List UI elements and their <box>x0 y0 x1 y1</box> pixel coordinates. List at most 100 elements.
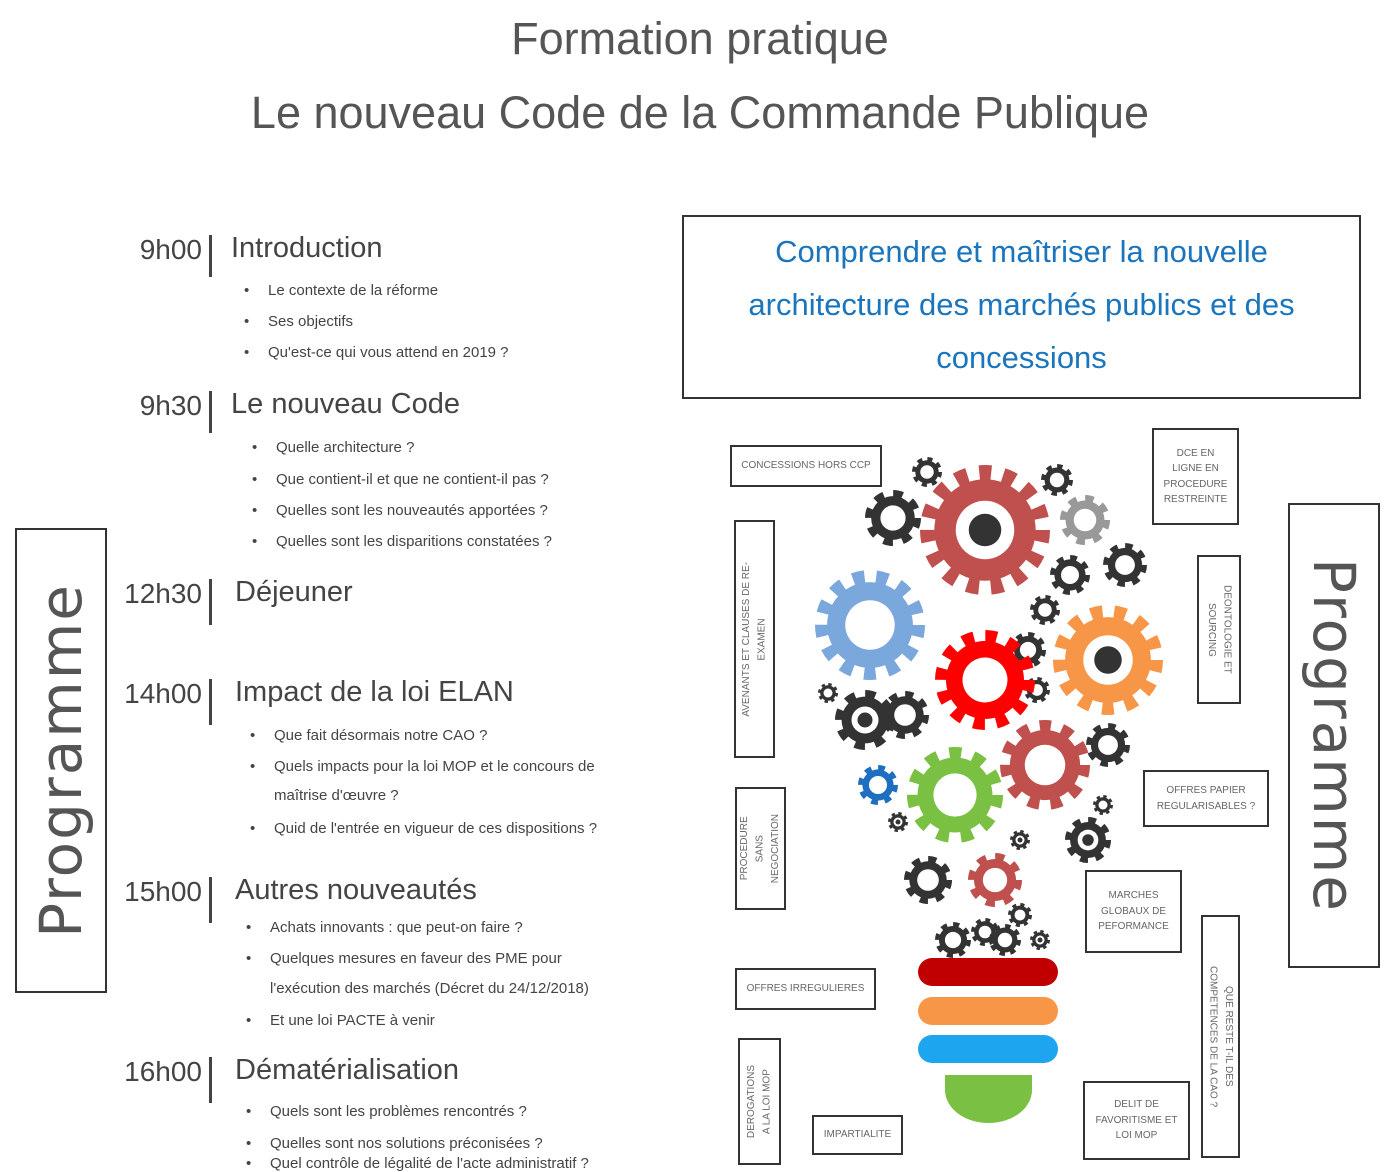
gear-icon <box>1065 817 1112 864</box>
session-bullet: Et une loi PACTE à venir <box>246 1012 435 1029</box>
time-divider <box>209 391 212 433</box>
session-bullet: Quelles sont nos solutions préconisées ? <box>246 1135 543 1152</box>
gear-icon <box>864 489 921 546</box>
gear-icon <box>907 747 1004 844</box>
session-title: Autres nouveautés <box>235 874 477 906</box>
session-bullet: Que contient-il et que ne contient-il pa… <box>252 471 549 488</box>
session-title: Introduction <box>231 232 383 264</box>
session-time: 14h00 <box>124 678 202 709</box>
session-bullet: Quelques mesures en faveur des PME pour <box>246 950 562 967</box>
topic-box-que-reste: QUE RESTE T-IL DES COMPETENCES DE LA CAO … <box>1201 915 1240 1158</box>
gear-icon <box>834 689 895 750</box>
objective-line-3: concessions <box>936 340 1107 375</box>
objective-box: Comprendre et maîtriser la nouvelle arch… <box>682 215 1361 399</box>
gear-icon <box>818 683 839 704</box>
gear-icon <box>881 691 930 740</box>
gear-icon <box>814 569 925 680</box>
session-title: Dématérialisation <box>235 1054 460 1086</box>
topic-text: QUE RESTE T-IL DES <box>1223 986 1234 1087</box>
gear-icon <box>1010 830 1031 851</box>
gear-icon <box>1029 930 1050 951</box>
time-divider <box>209 877 212 923</box>
gear-icon <box>1086 723 1131 768</box>
topic-text: PROCEDURE <box>1163 478 1228 490</box>
gear-icon <box>1050 555 1091 596</box>
title-line-1: Formation pratique <box>511 13 889 64</box>
gear-icon <box>911 456 942 487</box>
topic-text: DEROGATIONS <box>746 1064 757 1139</box>
topic-box-delit: DELIT DE FAVORITISME ET LOI MOP <box>1083 1081 1190 1160</box>
session-bullet: l'exécution des marchés (Décret du 24/12… <box>270 980 589 997</box>
session-title: Le nouveau Code <box>231 388 460 420</box>
gear-icon <box>888 812 909 833</box>
gear-icon <box>904 856 953 905</box>
topic-box-concessions: CONCESSIONS HORS CCP <box>730 445 882 487</box>
session-bullet: Quelles sont les nouveautés apportées ? <box>252 502 548 519</box>
topic-text: A LA LOI MOP <box>761 1068 773 1135</box>
topic-text: PEFORMANCE <box>1098 921 1169 933</box>
session-time: 12h30 <box>124 578 202 609</box>
topic-text: CONCESSIONS HORS CCP <box>741 460 871 472</box>
programme-side-box-left: Programme <box>15 528 107 993</box>
session-bullet: Achats innovants : que peut-on faire ? <box>246 919 523 936</box>
topic-text: PROCEDURE <box>739 816 751 881</box>
time-divider <box>209 579 212 625</box>
session-bullet: Quels impacts pour la loi MOP et le conc… <box>250 758 595 775</box>
time-divider <box>209 679 212 725</box>
topic-text: OFFRES PAPIER <box>1166 785 1246 796</box>
bulb-stripe <box>918 958 1058 986</box>
topic-text: OFFRES IRREGULIERES <box>746 983 865 995</box>
time-divider <box>209 235 212 277</box>
topic-box-offres-papier: OFFRES PAPIER REGULARISABLES ? <box>1143 770 1269 827</box>
session-bullet: Quid de l'entrée en vigueur de ces dispo… <box>250 820 597 837</box>
session-time: 16h00 <box>124 1056 202 1087</box>
gear-icon <box>1009 631 1046 668</box>
topic-text: COMPETENCES DE LA CAO ? <box>1207 965 1219 1108</box>
gear-icon <box>1052 604 1163 715</box>
topic-text: LOI MOP <box>1115 1130 1158 1142</box>
topic-text: IMPARTIALITE <box>823 1129 892 1141</box>
topic-text: EXAMEN <box>756 617 768 661</box>
session-title: Déjeuner <box>235 576 353 608</box>
topic-text: LIGNE EN <box>1172 463 1219 474</box>
objective-line-2: architecture des marchés publics et des <box>748 287 1295 322</box>
gear-icon <box>1060 495 1110 545</box>
gear-icon <box>919 464 1050 595</box>
bulb-stripe <box>918 997 1058 1025</box>
gear-icon <box>1000 720 1091 811</box>
session-bullet: Ses objectifs <box>244 313 353 330</box>
topic-box-derogations: DEROGATIONS A LA LOI MOP <box>738 1038 781 1165</box>
programme-side-box-right: Programme <box>1288 503 1380 968</box>
topic-text: SANS <box>754 834 766 863</box>
session-bullet: Quelles sont les disparitions constatées… <box>252 533 552 550</box>
topic-text: REGULARISABLES ? <box>1156 800 1256 812</box>
gear-icon <box>1041 464 1074 497</box>
gear-icon <box>967 852 1022 907</box>
topic-text: RESTREINTE <box>1163 494 1228 505</box>
topic-text: DELIT DE <box>1114 1099 1159 1111</box>
bulb-base <box>945 1075 1032 1123</box>
bulb-stripe <box>918 1035 1058 1063</box>
topic-box-avenants: AVENANTS ET CLAUSES DE RE- EXAMEN <box>734 520 775 758</box>
gear-icon <box>1030 594 1061 625</box>
topic-box-impartialite: IMPARTIALITE <box>812 1115 903 1155</box>
session-bullet: Quel contrôle de légalité de l'acte admi… <box>246 1155 589 1172</box>
topic-text: FAVORITISME ET <box>1095 1114 1178 1126</box>
topic-text: GLOBAUX DE <box>1100 905 1167 917</box>
topic-text: AVENANTS ET CLAUSES DE RE- <box>741 561 752 717</box>
session-title: Impact de la loi ELAN <box>235 676 514 708</box>
topic-text: NEGOCIATION <box>770 813 782 884</box>
topic-text: DEONTOLOGIE ET <box>1221 585 1233 674</box>
gear-icon <box>1103 543 1148 588</box>
session-bullet: Quels sont les problèmes rencontrés ? <box>246 1103 527 1120</box>
session-time: 15h00 <box>124 876 202 907</box>
session-bullet: maîtrise d'œuvre ? <box>274 787 399 804</box>
programme-label-right: Programme <box>1300 558 1368 913</box>
gear-icon <box>858 765 899 806</box>
gear-icon <box>934 921 971 958</box>
